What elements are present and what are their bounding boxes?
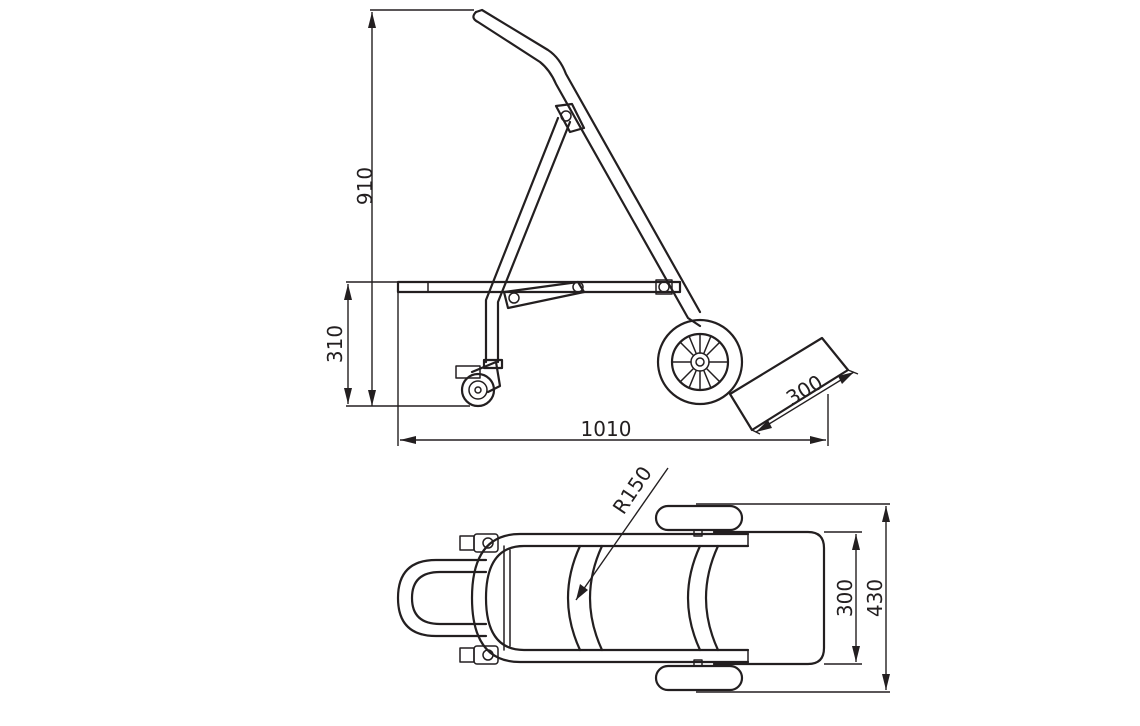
dimension-310: 310 — [323, 281, 470, 407]
top-view: R150 300 430 — [396, 462, 890, 693]
rear-casters-top — [459, 533, 499, 665]
dim-r150-label: R150 — [608, 462, 657, 519]
dim-310-label: 310 — [323, 325, 347, 363]
dim-430-label: 430 — [863, 579, 887, 617]
dim-1010-label: 1010 — [581, 417, 632, 441]
dimension-430: 430 — [696, 503, 890, 693]
foot-plate-top — [712, 530, 826, 666]
rear-caster — [455, 358, 504, 408]
side-view: 910 310 1010 300 — [323, 8, 859, 446]
frame-loop-top — [470, 532, 750, 664]
dim-300-plate-label: 300 — [782, 370, 827, 410]
horizontal-bar — [396, 280, 682, 294]
dim-910-label: 910 — [353, 167, 377, 205]
cylinder-cradles — [566, 544, 720, 652]
dimension-300-plate: 300 — [751, 369, 859, 435]
dimension-300-width: 300 — [824, 531, 862, 665]
wheels-top — [654, 504, 744, 692]
main-frame — [472, 8, 702, 328]
rear-u-handle — [396, 558, 488, 638]
folding-link — [502, 279, 673, 310]
main-wheel — [656, 318, 744, 406]
dim-300-width-label: 300 — [833, 579, 857, 617]
inner-rails-top — [503, 545, 511, 651]
dimension-910: 910 — [353, 9, 474, 406]
foot-plate — [728, 336, 850, 432]
rear-strut — [484, 116, 572, 364]
dimension-r150: R150 — [575, 462, 669, 601]
dimension-1010: 1010 — [397, 292, 829, 446]
